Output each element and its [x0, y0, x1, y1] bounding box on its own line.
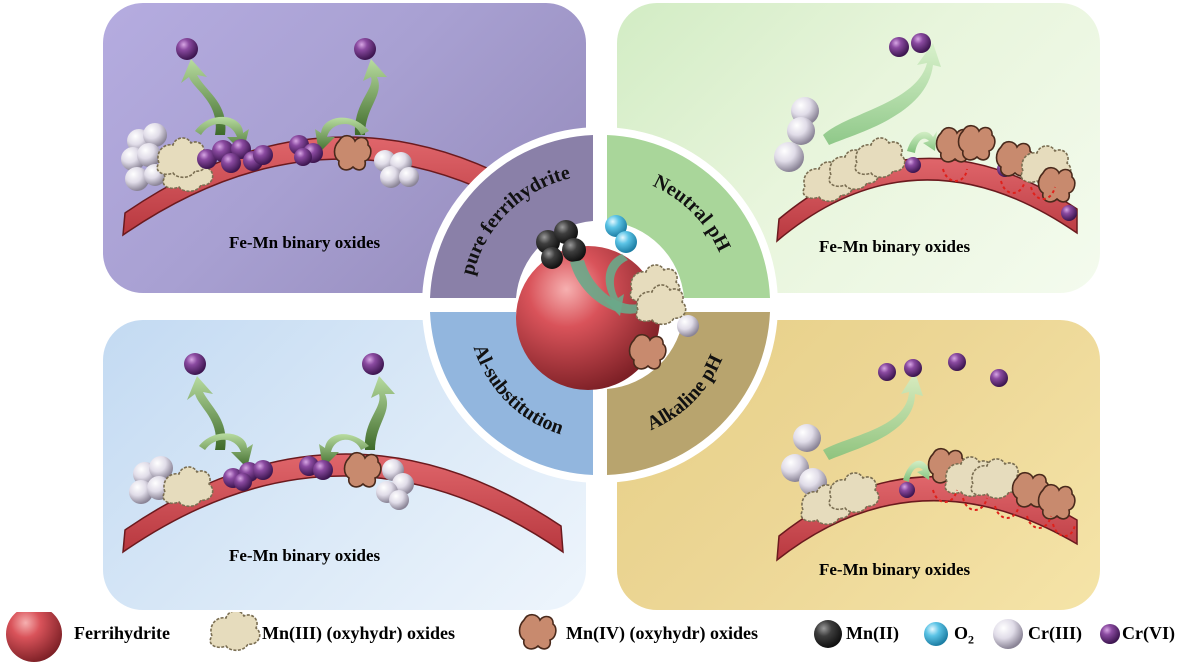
cr6-released — [911, 33, 931, 53]
legend-mn4-label: Mn(IV) (oxyhydr) oxides — [566, 623, 758, 643]
cr6-cluster-right — [289, 135, 323, 166]
release-arrow — [823, 43, 941, 145]
release-arrow-right-b — [315, 117, 369, 153]
cr6-released — [184, 353, 206, 375]
surface-label: Fe-Mn binary oxides — [819, 560, 971, 579]
cr6-released — [948, 353, 966, 371]
cr6-cluster-center — [197, 139, 273, 173]
release-arrow-left — [181, 59, 226, 135]
ring-segment-pure-ferrihydrite — [430, 135, 593, 298]
legend-cr3-icon — [993, 619, 1023, 649]
cr6-released — [878, 363, 896, 381]
cr3-cluster-right — [376, 459, 414, 510]
cr3-atom — [677, 315, 699, 337]
cr3-cluster — [781, 424, 827, 496]
cr6-released — [176, 38, 198, 60]
legend-ferrihydrite-icon — [6, 612, 62, 662]
legend — [6, 612, 1120, 662]
mn4-oxide — [628, 333, 667, 370]
legend-mn2-label: Mn(II) — [846, 623, 899, 643]
cr6-cluster-center — [223, 460, 273, 491]
panel-neutral-ph-art — [774, 33, 1078, 243]
legend-mn4-icon — [518, 613, 557, 650]
legend-o2-icon — [924, 622, 948, 646]
cr3-cluster-left — [121, 123, 167, 191]
cr6-cluster-right — [299, 456, 333, 480]
release-arrow-right — [364, 376, 395, 450]
oxidation-arrow — [907, 131, 937, 153]
panel-pure-ferrihydrite: Fe-Mn binary oxides — [103, 3, 586, 293]
mn2-cluster — [536, 220, 586, 269]
panel-al-substitution-art — [122, 353, 564, 554]
legend-mn2-icon — [814, 620, 842, 648]
ring-segment-alkaline-ph — [607, 312, 770, 475]
reactive-sites — [932, 489, 1076, 537]
center-arrow-b — [604, 254, 628, 316]
cr6-released — [904, 359, 922, 377]
reactive-sites — [942, 168, 1056, 200]
legend-o2-label: O2 — [954, 623, 975, 647]
legend-mn3-label: Mn(III) (oxyhydr) oxides — [262, 623, 456, 643]
release-arrow — [823, 372, 923, 460]
cr3-cluster-right — [374, 150, 419, 188]
panel-alkaline-ph-art — [776, 353, 1078, 562]
o2-molecule — [605, 215, 637, 253]
surface-label: Fe-Mn binary oxides — [229, 233, 381, 252]
ring-segment-al-substitution — [430, 312, 593, 475]
cr6-adsorbed — [899, 482, 915, 498]
panel-pure-ferrihydrite-art — [121, 38, 564, 237]
center-arrow — [570, 260, 656, 320]
release-arrow-left-b — [199, 433, 253, 468]
release-arrow-right-b — [319, 434, 369, 468]
ring-segment-neutral-ph — [607, 135, 770, 298]
cr6-adsorbed — [1061, 205, 1077, 221]
oxidation-arrow — [903, 460, 931, 482]
cr6-adsorbed — [905, 157, 921, 173]
release-arrow-left — [187, 376, 226, 450]
cr6-released — [889, 37, 909, 57]
surface-label: Fe-Mn binary oxides — [229, 546, 381, 565]
legend-ferrihydrite-label: Ferrihydrite — [74, 623, 170, 643]
legend-mn3-icon — [209, 612, 261, 652]
legend-cr6-label: Cr(VI) — [1122, 623, 1175, 643]
release-arrow-right — [354, 59, 387, 135]
legend-cr3-label: Cr(III) — [1028, 623, 1082, 643]
surface-label: Fe-Mn binary oxides — [819, 237, 971, 256]
ferrihydrite-sphere — [516, 246, 660, 390]
cr6-released — [354, 38, 376, 60]
legend-cr6-icon — [1100, 624, 1120, 644]
cr6-released — [362, 353, 384, 375]
cr6-released — [990, 369, 1008, 387]
cr3-cluster — [774, 97, 819, 172]
